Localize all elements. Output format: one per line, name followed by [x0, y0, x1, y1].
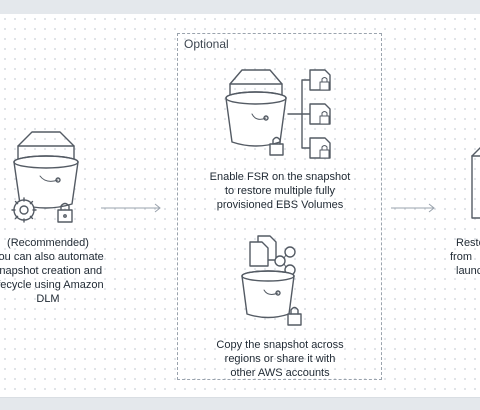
top-border-strip: [0, 0, 480, 15]
bucket-gear-lock-icon: [11, 131, 79, 223]
right-step-caption: Resto from launc: [448, 236, 480, 278]
fsr-caption-line-1: Enable FSR on the snapshot: [209, 171, 351, 183]
left-step-caption: (Recommended) You can also automate snap…: [0, 236, 118, 306]
flow-arrow-2: [391, 203, 435, 213]
left-caption-line-3: snapshot creation and: [0, 265, 103, 277]
optional-label: Optional: [184, 37, 229, 51]
bucket-files-lock-icon: [225, 69, 331, 159]
volume-icon: [471, 147, 480, 219]
bucket-share-lock-icon: [241, 235, 302, 326]
copy-caption-line-1: Copy the snapshot across: [216, 339, 344, 351]
left-caption-line-2: You can also automate: [0, 251, 104, 263]
flow-arrow-1: [101, 203, 161, 213]
left-caption-line-5: DLM: [36, 293, 60, 305]
left-caption-line-1: (Recommended): [7, 237, 89, 249]
fsr-caption: Enable FSR on the snapshot to restore mu…: [195, 170, 365, 212]
fsr-caption-line-2: to restore multiple fully: [224, 185, 336, 197]
copy-caption-line-2: regions or share it with: [224, 353, 336, 365]
left-caption-line-4: lifecycle using Amazon: [0, 279, 104, 291]
right-caption-line-2: from: [450, 251, 472, 263]
copy-caption: Copy the snapshot across regions or shar…: [195, 338, 365, 380]
copy-caption-line-3: other AWS accounts: [230, 367, 330, 379]
fsr-caption-line-3: provisioned EBS Volumes: [216, 199, 344, 211]
optional-group: Optional: [177, 33, 382, 380]
bottom-border-strip: [0, 397, 480, 410]
right-caption-line-1: Resto: [456, 237, 480, 249]
diagram-canvas: [0, 14, 480, 397]
right-caption-line-3: launc: [456, 265, 480, 277]
